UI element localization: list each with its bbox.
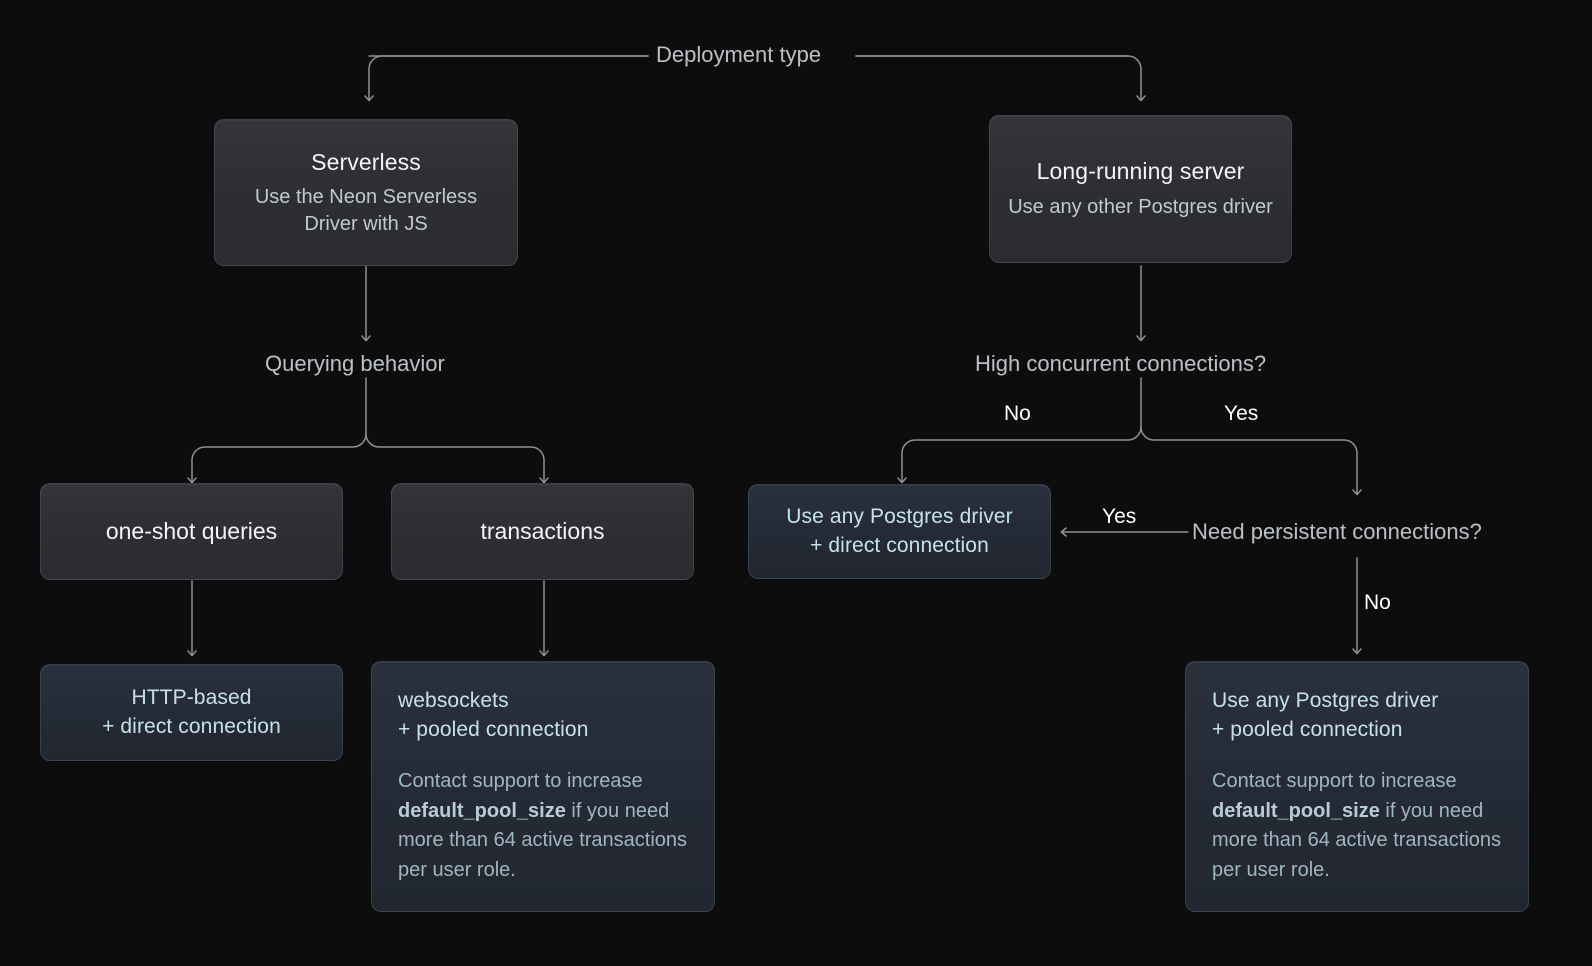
node-postgres-driver-direct-connection[interactable]: Use any Postgres driver + direct connect… <box>748 484 1051 579</box>
edge-label-persistent-yes: Yes <box>1102 505 1137 528</box>
node-postgres-pooled-note-suffix: if you need more than 64 active transact… <box>1212 799 1502 882</box>
node-transactions-label: transactions <box>480 518 605 544</box>
question-high-concurrent-connections: High concurrent connections? <box>975 351 1267 376</box>
node-postgres-driver-direct-line1: Use any Postgres driver <box>786 504 1013 528</box>
node-long-running-server-subtitle: Use any other Postgres driver <box>1008 195 1273 218</box>
node-websockets-note-suffix: if you need more than 64 active transact… <box>398 799 688 882</box>
node-websockets-note: Contact support to increase default_pool… <box>372 767 714 885</box>
edge-label-high-concurrency-yes: Yes <box>1224 402 1259 425</box>
node-websockets-note-prefix: Contact support to increase <box>398 770 643 793</box>
node-websockets-line1: websockets <box>398 689 509 713</box>
node-postgres-driver-pooled-connection[interactable]: Use any Postgres driver + pooled connect… <box>1185 661 1529 912</box>
root-question-label: Deployment type <box>656 42 822 67</box>
edge-label-persistent-no: No <box>1364 591 1391 614</box>
question-need-persistent-connections: Need persistent connections? <box>1192 519 1482 544</box>
node-postgres-pooled-line1: Use any Postgres driver <box>1212 689 1439 713</box>
node-long-running-server[interactable]: Long-running server Use any other Postgr… <box>989 115 1292 263</box>
node-postgres-pooled-note: Contact support to increase default_pool… <box>1186 767 1528 885</box>
node-one-shot-queries[interactable]: one-shot queries <box>40 483 343 580</box>
node-serverless-title: Serverless <box>311 148 421 175</box>
node-websockets-pooled-connection[interactable]: websockets + pooled connection Contact s… <box>371 661 715 912</box>
node-websockets-note-code: default_pool_size <box>398 799 566 822</box>
node-serverless-subtitle: Use the Neon Serverless Driver with JS <box>254 186 478 235</box>
node-serverless[interactable]: Serverless Use the Neon Serverless Drive… <box>214 119 518 266</box>
node-transactions[interactable]: transactions <box>391 483 694 580</box>
node-postgres-pooled-note-prefix: Contact support to increase <box>1212 770 1457 793</box>
node-http-based-direct-connection[interactable]: HTTP-based + direct connection <box>40 664 343 761</box>
question-querying-behavior: Querying behavior <box>265 351 445 376</box>
node-websockets-line2: + pooled connection <box>398 718 589 742</box>
edge-label-high-concurrency-no: No <box>1004 402 1031 425</box>
node-http-based-line2: + direct connection <box>102 714 281 738</box>
node-postgres-driver-direct-line2: + direct connection <box>810 533 989 557</box>
node-long-running-server-title: Long-running server <box>1036 158 1245 185</box>
node-postgres-pooled-line2: + pooled connection <box>1212 718 1403 742</box>
node-http-based-line1: HTTP-based <box>131 685 252 709</box>
node-postgres-pooled-note-code: default_pool_size <box>1212 799 1380 822</box>
node-one-shot-queries-label: one-shot queries <box>105 518 278 544</box>
